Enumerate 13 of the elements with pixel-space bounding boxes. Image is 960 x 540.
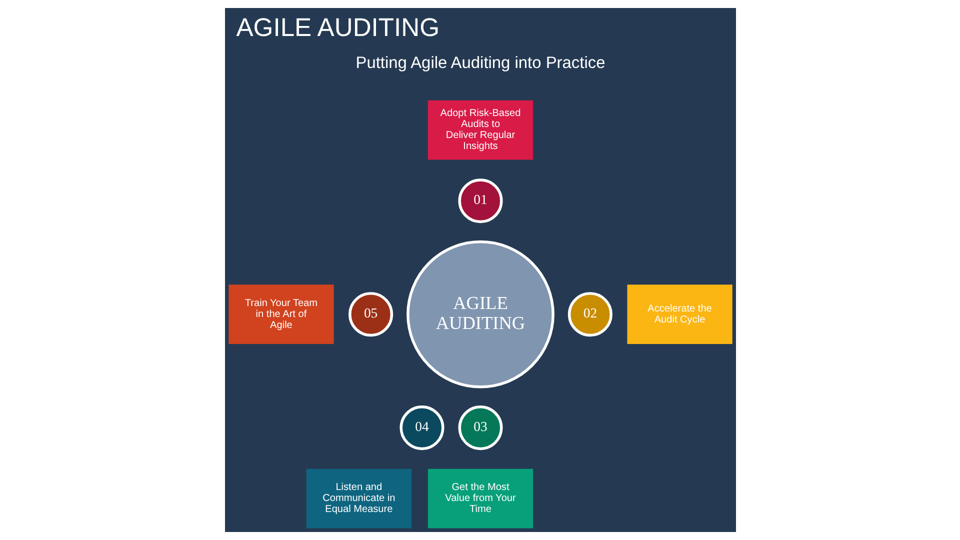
diagram-title: AGILE AUDITING (236, 14, 440, 42)
node-circle: 01 (458, 178, 502, 224)
node-box: Get the Most Value from Your Time (427, 468, 533, 528)
node-box: Train Your Team in the Art of Agile (228, 284, 334, 344)
node-circle: 05 (348, 292, 393, 337)
node-circle: AGILE AUDITING (406, 240, 554, 388)
node-circle: 04 (399, 406, 444, 450)
node-box: Accelerate the Audit Cycle (626, 284, 732, 344)
node-circle: 02 (567, 292, 612, 337)
node-circle: 03 (458, 406, 502, 450)
label: Putting Agile Auditing into Practice (355, 54, 605, 72)
node-box: Adopt Risk-Based Audits to Deliver Regular Insights (427, 100, 533, 160)
node-box: Listen and Communicate in Equal Measure (306, 468, 411, 528)
